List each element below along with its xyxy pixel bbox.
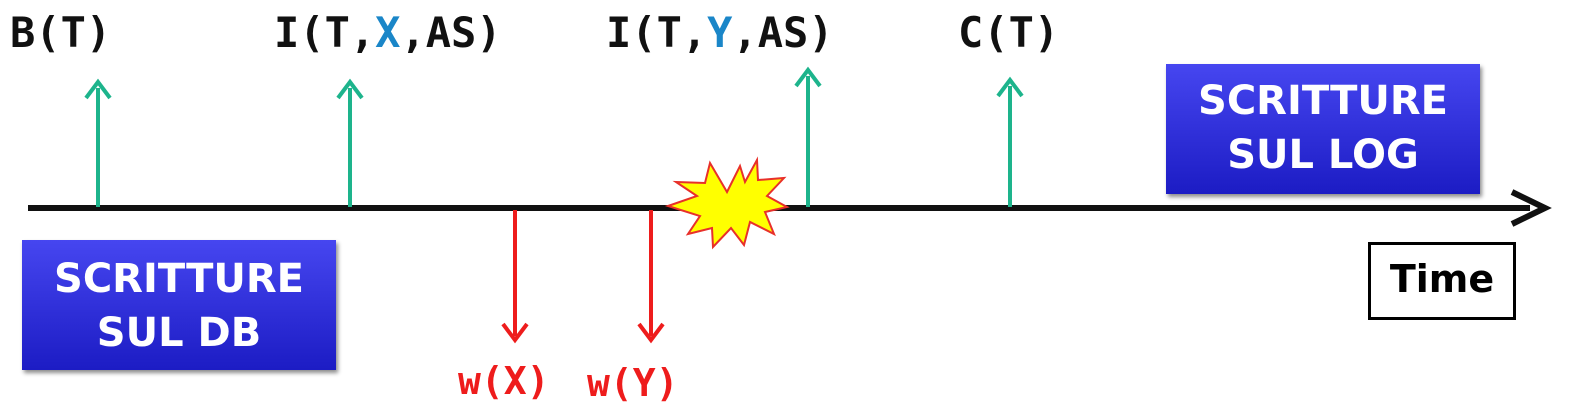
write-x-label: w(X): [458, 359, 550, 403]
begin-label: B(T): [10, 8, 112, 57]
log-writes-line1: SCRITTURE: [1198, 78, 1448, 124]
db-writes-line2: SUL DB: [96, 310, 262, 356]
insert-x-variable: X: [375, 8, 401, 57]
log-writes-line2: SUL LOG: [1227, 132, 1419, 178]
write-y-label: w(Y): [587, 361, 679, 405]
insert-y-label: I(T,Y,AS): [606, 12, 834, 54]
db-writes-box: SCRITTURE SUL DB: [22, 240, 336, 370]
insert-x-prefix: I(T,: [274, 8, 376, 57]
insert-y-suffix: ,AS): [732, 8, 834, 57]
time-axis-label: Time: [1368, 242, 1516, 320]
insert-y-variable: Y: [707, 8, 733, 57]
commit-label: C(T): [958, 8, 1060, 57]
db-writes-line1: SCRITTURE: [54, 256, 304, 302]
log-write-arrow-insert-y: [794, 66, 822, 207]
db-write-arrow-y: [637, 210, 665, 344]
log-write-arrow-begin: [84, 78, 112, 207]
db-write-arrow-x: [501, 210, 529, 344]
explosion-icon: [664, 156, 790, 250]
insert-x-suffix: ,AS): [400, 8, 502, 57]
insert-x-label: I(T,X,AS): [274, 12, 502, 54]
log-write-arrow-commit: [996, 76, 1024, 207]
log-writes-box: SCRITTURE SUL LOG: [1166, 64, 1480, 194]
insert-y-prefix: I(T,: [606, 8, 708, 57]
time-axis-arrowhead: [1510, 189, 1552, 227]
log-write-arrow-insert-x: [336, 78, 364, 207]
